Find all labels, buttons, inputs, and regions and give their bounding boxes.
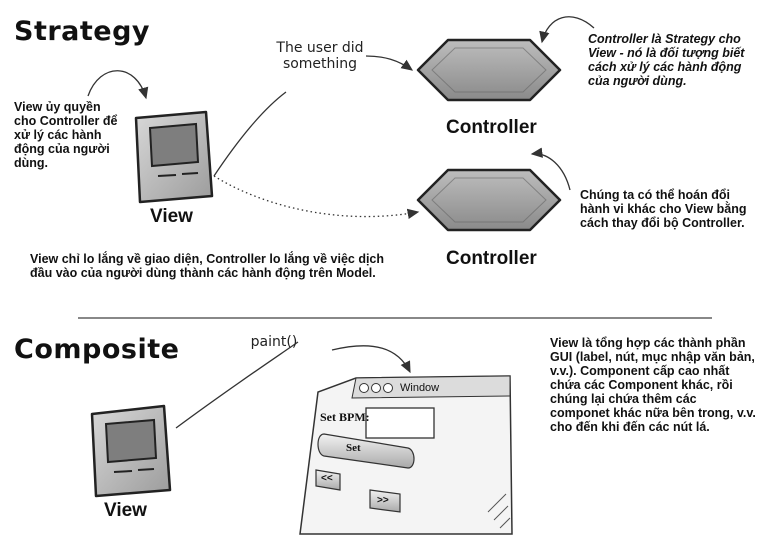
- composite-title: Composite: [14, 334, 180, 365]
- prev-button-shape: [315, 469, 341, 491]
- user-did-label: The user did something: [276, 40, 364, 72]
- dotted-arrow-alt-controller: [213, 175, 420, 219]
- strategy-title: Strategy: [14, 16, 151, 47]
- arrow-swap: [530, 147, 571, 191]
- view-label-bottom: View: [104, 500, 147, 521]
- arrow-user-did: [213, 91, 287, 177]
- view-monitor-bottom: [90, 404, 172, 498]
- set-button[interactable]: Set: [346, 442, 361, 454]
- controller-strategy-note: Controller là Strategy cho View - nó là …: [588, 32, 745, 88]
- set-button-shape: [317, 433, 415, 469]
- composite-note: View là tổng hợp các thành phần GUI (lab…: [550, 336, 756, 434]
- controller-hexagon-bottom: [416, 168, 562, 232]
- gui-window: [299, 375, 513, 535]
- window-traffic-lights: [359, 383, 393, 393]
- arrow-to-controller-top: [365, 55, 414, 71]
- controller-hexagon-top: [416, 38, 562, 102]
- arrow-controller-note: [539, 16, 595, 44]
- prev-button[interactable]: <<: [321, 473, 333, 484]
- next-button[interactable]: >>: [377, 495, 389, 506]
- arrow-paint-to-window: [331, 345, 411, 374]
- set-bpm-label: Set BPM:: [320, 410, 370, 424]
- controller-label-bottom: Controller: [446, 248, 537, 269]
- next-button-shape: [369, 489, 401, 513]
- view-concern-note: View chỉ lo lắng về giao diện, Controlle…: [30, 252, 385, 280]
- arrow-view-delegate: [87, 70, 149, 100]
- bpm-input-box: [365, 407, 435, 439]
- window-title: Window: [400, 382, 440, 394]
- swap-controller-note: Chúng ta có thể hoán đổi hành vi khác ch…: [580, 188, 747, 230]
- controller-label-top: Controller: [446, 117, 537, 138]
- paint-label: paint(): [250, 334, 298, 350]
- view-label-top: View: [150, 206, 193, 227]
- arrow-paint: [175, 341, 299, 429]
- view-delegate-note: View ủy quyền cho Controller để xử lý cá…: [14, 100, 118, 170]
- view-monitor-top: [134, 110, 214, 204]
